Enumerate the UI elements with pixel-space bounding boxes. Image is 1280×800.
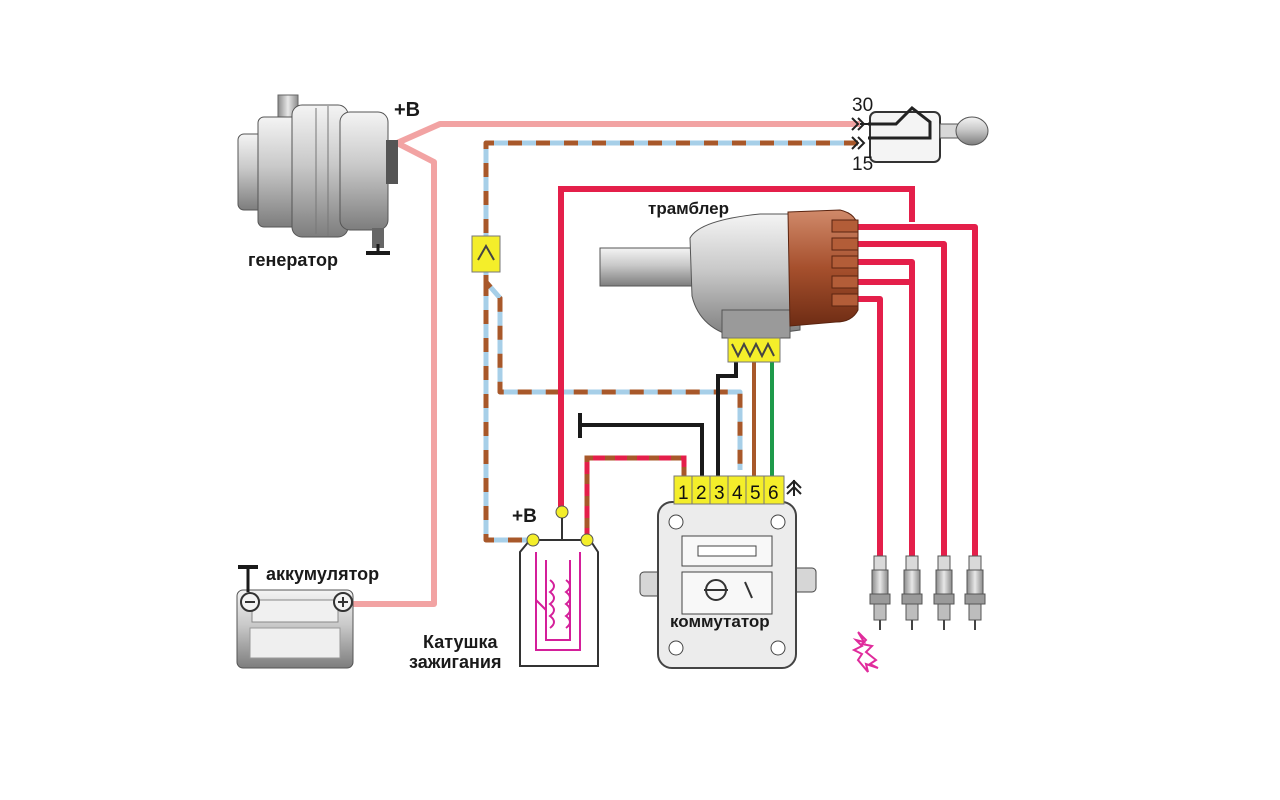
- key-icon: [955, 116, 989, 146]
- coil-label-line2: зажигания: [409, 652, 502, 672]
- spark-plug: [933, 555, 955, 630]
- commutator-pin-2: 2: [696, 483, 707, 504]
- battery-label: аккумулятор: [266, 564, 379, 584]
- wire-spark-plug-leads: [855, 224, 978, 560]
- distributor-label: трамблер: [648, 199, 729, 218]
- coil-terminal-label: +B: [512, 506, 537, 527]
- wire-high-voltage-main: [558, 186, 915, 512]
- fuse-block: [471, 235, 501, 273]
- spark-plug: [869, 555, 891, 630]
- commutator-pin-6: 6: [768, 483, 779, 504]
- commutator-connector: [673, 475, 785, 505]
- commutator-pin-5: 5: [750, 483, 761, 504]
- coil-label-line1: Катушка: [423, 632, 499, 652]
- ignition-switch: [851, 106, 989, 163]
- wire-coil-to-commutator: [584, 455, 687, 540]
- ignition-coil: [519, 505, 599, 667]
- switch-terminal-30: 30: [852, 95, 873, 116]
- switch-terminal-15: 15: [852, 154, 873, 175]
- generator-label: генератор: [248, 250, 338, 270]
- spark-plug: [901, 555, 923, 630]
- commutator-label: коммутатор: [670, 612, 770, 631]
- spark-plugs: [851, 555, 986, 673]
- commutator: 1 2 3 4 5 6: [639, 475, 817, 669]
- connector-key-icon: [786, 479, 802, 496]
- spark-plug: [964, 555, 986, 630]
- wire-ground: [578, 413, 704, 476]
- spark-icon: [851, 631, 879, 673]
- commutator-pin-3: 3: [714, 483, 725, 504]
- generator: [237, 94, 398, 255]
- wire-ignition-15: [483, 140, 858, 543]
- distributor: [599, 209, 859, 363]
- wire-plus-b: [352, 121, 860, 607]
- hall-sensor-connector: [727, 337, 781, 363]
- battery: [236, 565, 354, 669]
- wire-hall-sensor: [716, 362, 774, 476]
- generator-terminal-label: +B: [394, 99, 420, 121]
- commutator-pin-4: 4: [732, 483, 743, 504]
- commutator-pin-1: 1: [678, 483, 689, 504]
